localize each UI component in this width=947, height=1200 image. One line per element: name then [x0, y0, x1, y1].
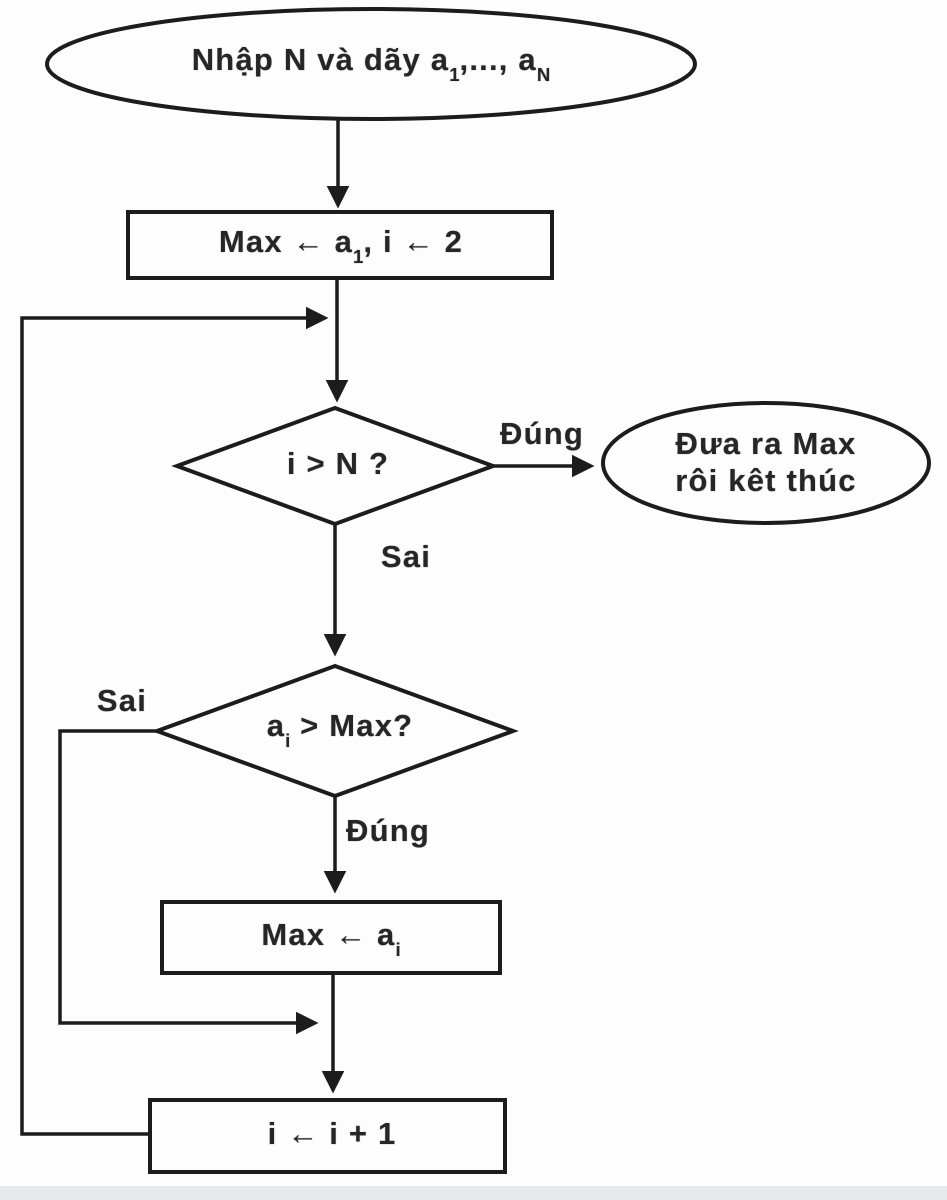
edge-label-decision1-true: Đúng	[500, 416, 584, 451]
edge-label-decision2-true: Đúng	[346, 813, 430, 848]
end-ellipse	[601, 401, 931, 525]
decision2-label: ai > Max?	[266, 707, 414, 751]
edge-decision2-false	[58, 729, 319, 1035]
init-label: Max ← a1, i ← 2	[218, 223, 464, 267]
increment-rect	[148, 1098, 507, 1174]
decision1-diamond	[171, 405, 499, 527]
assign-rect	[160, 900, 502, 975]
init-rect	[126, 210, 554, 280]
edge-label-decision1-false: Sai	[380, 539, 432, 574]
edge-label-decision2-false: Sai	[96, 683, 148, 718]
start-ellipse	[45, 7, 697, 121]
decision1-label: i > N ?	[286, 446, 390, 481]
bottom-strip	[0, 1186, 947, 1200]
decision2-diamond	[151, 663, 519, 799]
start-label: Nhập N và dãy a1,..., aN	[191, 41, 551, 85]
increment-label: i ← i + 1	[267, 1116, 397, 1151]
edge-loop-back	[20, 306, 329, 1136]
assign-label: Max ← ai	[261, 916, 401, 960]
